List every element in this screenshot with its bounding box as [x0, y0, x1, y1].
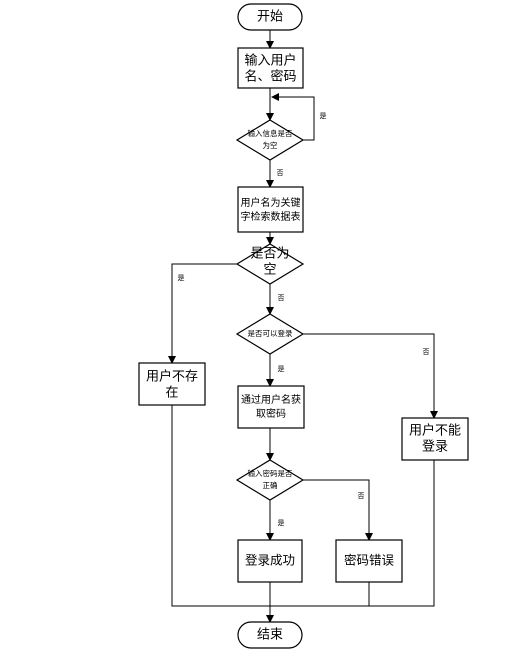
edge-label-password-no: 否 — [358, 492, 365, 500]
edge-labels: 是 否 是 否 是 否 是 否 — [178, 112, 430, 527]
empty-check-decision: 输入信息是否 为空 — [235, 119, 305, 161]
edge-label-null-no: 否 — [278, 294, 285, 302]
connectors — [168, 30, 438, 623]
search-db-line1: 用户名为关键 — [241, 196, 301, 209]
edge-label-login-no: 否 — [423, 348, 430, 356]
user-not-exist-line1: 用户不存 — [146, 369, 198, 385]
password-check-line1: 输入密码是否 — [248, 468, 293, 478]
input-node: 输入用户 名、密码 — [237, 47, 304, 89]
end-node: 结束 — [237, 621, 303, 649]
login-success-node: 登录成功 — [237, 539, 303, 583]
get-password-line1: 通过用户名获 — [241, 393, 301, 406]
edge-label-empty-no: 否 — [277, 169, 284, 177]
cannot-login-node: 用户不能 登录 — [401, 417, 469, 461]
edge-password-no-to-error — [303, 479, 373, 541]
edge-label-password-yes: 是 — [278, 519, 285, 527]
user-not-exist-node: 用户不存 在 — [138, 362, 206, 406]
empty-check-line2: 为空 — [263, 140, 278, 150]
login-check-label: 是否可以登录 — [248, 328, 293, 338]
cannot-login-line1: 用户不能 — [409, 423, 461, 439]
edge-label-null-yes: 是 — [178, 274, 185, 282]
edge-null-yes-to-not-exist — [168, 263, 238, 364]
end-label: 结束 — [257, 628, 283, 643]
null-check-decision: 是否为 空 — [235, 243, 305, 285]
start-node: 开始 — [237, 3, 303, 31]
password-error-label: 密码错误 — [344, 553, 395, 568]
password-check-line2: 正确 — [263, 480, 278, 490]
null-check-line1: 是否为 — [250, 247, 289, 262]
edge-not-exist-merge — [171, 405, 270, 607]
get-password-node: 通过用户名获 取密码 — [237, 385, 305, 429]
input-label-line2: 名、密码 — [244, 69, 296, 85]
get-password-line2: 取密码 — [256, 407, 286, 420]
edge-label-empty-yes: 是 — [320, 112, 327, 120]
edge-cannot-login-merge — [270, 460, 435, 607]
edge-label-login-yes: 是 — [278, 365, 285, 373]
user-not-exist-line2: 在 — [165, 386, 178, 401]
search-db-line2: 字检索数据表 — [241, 210, 301, 223]
edge-empty-yes-loop — [271, 93, 315, 141]
null-check-line2: 空 — [263, 263, 276, 278]
password-error-node: 密码错误 — [335, 539, 403, 583]
empty-check-line1: 输入信息是否 — [248, 128, 293, 138]
login-success-label: 登录成功 — [245, 553, 295, 568]
login-check-decision: 是否可以登录 — [235, 313, 305, 355]
edge-login-no-to-cannot-login — [303, 333, 438, 419]
edge-error-merge — [270, 582, 370, 607]
cannot-login-line2: 登录 — [422, 440, 448, 455]
input-label-line1: 输入用户 — [244, 53, 296, 69]
password-check-decision: 输入密码是否 正确 — [235, 459, 305, 501]
search-db-node: 用户名为关键 字检索数据表 — [237, 186, 304, 233]
start-label: 开始 — [257, 10, 283, 25]
